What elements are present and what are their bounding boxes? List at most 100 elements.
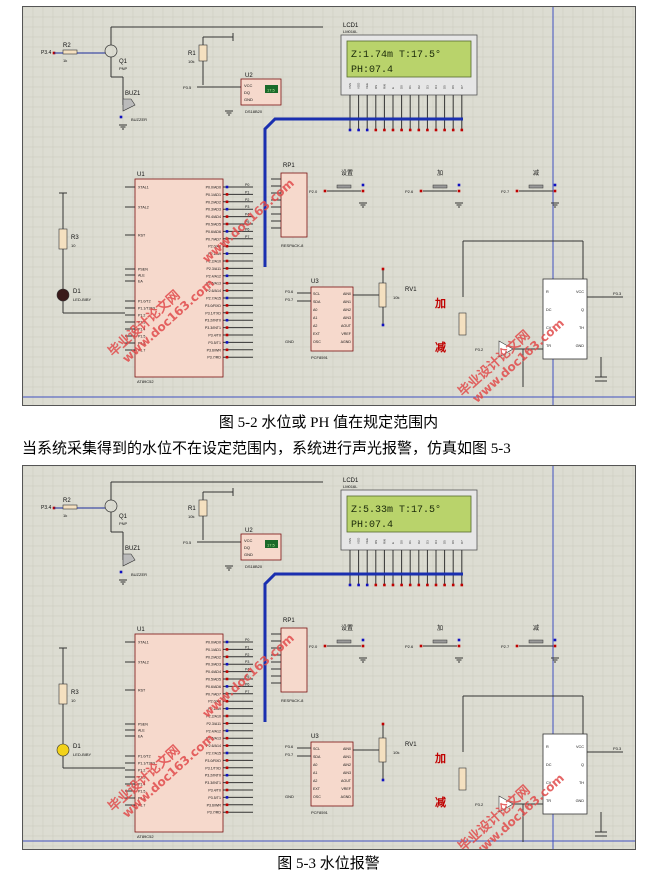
pin-dot	[225, 714, 229, 718]
value-label: 1k	[63, 513, 67, 518]
pin-dot	[553, 183, 557, 187]
pin-label: P2.7/A15	[206, 752, 221, 756]
pin-label: P3.5/T1	[208, 796, 221, 800]
pin-label: P2.1/A9	[208, 252, 221, 256]
button-label: 减	[533, 169, 539, 177]
pin-dot	[381, 323, 385, 327]
pin-dot	[225, 781, 229, 784]
resistor-r1	[198, 499, 208, 517]
pin-label: AIN1	[343, 300, 351, 304]
pin-dot	[225, 803, 229, 807]
pin-label: VEE	[365, 538, 369, 544]
pin-label: P2.2/A10	[206, 715, 221, 719]
pin-label: P1.7	[138, 804, 145, 808]
pin-label: RST	[138, 689, 146, 693]
led-d1	[56, 288, 70, 302]
lcd-screen	[346, 40, 472, 78]
pin-label: A2	[313, 324, 317, 328]
pin-dot	[225, 185, 229, 189]
pin-label: P3.2/INT0	[205, 774, 221, 778]
lcd-line-1: Z:1.74m T:17.5°	[351, 49, 441, 61]
pin-dot	[323, 189, 327, 193]
pin-label: P3.0/RXD	[205, 304, 221, 308]
net-label: P6	[245, 682, 249, 686]
pin-dot	[443, 128, 446, 132]
pin-label: P2.0/A8	[208, 700, 221, 704]
sensor-display	[265, 85, 278, 93]
pin-label: GND	[244, 97, 253, 102]
lcd-line-1: Z:5.33m T:17.5°	[351, 504, 441, 516]
value-label: 10	[71, 243, 76, 248]
pin-dot	[400, 128, 403, 132]
pin-dot	[460, 583, 464, 587]
push-button	[528, 184, 544, 189]
net-label: P3.5	[183, 85, 192, 90]
pin-dot	[225, 237, 229, 241]
pin-label: TH	[579, 781, 584, 785]
pin-dot	[225, 677, 229, 681]
pin-dot	[400, 583, 403, 587]
pin-dot	[408, 128, 412, 132]
net-label: P3.7	[285, 297, 294, 302]
pin-dot	[225, 207, 229, 211]
value-label: 10k	[393, 750, 399, 755]
lcd-screen	[346, 495, 472, 533]
ref-label: R2	[63, 43, 71, 49]
pin-dot	[225, 692, 229, 696]
net-label: P3.2	[475, 802, 484, 807]
ref-label: RV1	[405, 742, 417, 748]
pin-label: GND	[244, 552, 253, 557]
push-button	[336, 184, 352, 189]
pin-dot	[225, 662, 229, 666]
pin-dot	[383, 583, 386, 587]
pin-label: AGND	[341, 795, 352, 799]
pin-dot	[451, 583, 455, 587]
pin-dot	[225, 252, 229, 255]
pin-label: D5	[443, 85, 447, 89]
data-bus	[263, 117, 463, 157]
value-label: BUZZER	[131, 572, 147, 577]
pin-label: VEE	[365, 83, 369, 89]
pin-label: EA	[138, 280, 143, 284]
value-label: LED-BIBY	[73, 297, 92, 302]
pin-label: R	[546, 290, 549, 294]
pin-dot	[225, 670, 229, 673]
timer-555	[542, 278, 588, 360]
pin-label: E	[391, 87, 395, 89]
pin-dot	[417, 583, 421, 587]
pin-dot	[460, 128, 464, 132]
pin-label: AIN3	[343, 771, 351, 775]
pin-label: P1.6	[138, 342, 145, 346]
pin-label: RST	[138, 234, 146, 238]
pin-dot	[348, 583, 352, 587]
button-label: 设置	[341, 624, 353, 632]
pin-label: TR	[546, 799, 551, 803]
pin-label: D2	[417, 540, 421, 544]
pin-dot	[225, 810, 229, 814]
net-label: P1	[245, 190, 249, 194]
resistor-r2	[62, 504, 78, 510]
pin-label: XTAL1	[138, 641, 149, 645]
led-d1	[56, 743, 70, 757]
net-label: P2.6	[405, 189, 414, 194]
pin-dot	[365, 128, 369, 132]
body-paragraph: 当系统采集得到的水位不在设定范围内，系统进行声光报警，仿真如图 5-3	[22, 441, 511, 457]
pin-dot	[225, 655, 229, 659]
pin-label: AGND	[341, 340, 352, 344]
pin-dot	[225, 326, 229, 329]
pin-label: XTAL2	[138, 206, 149, 210]
pin-label: P3.6/WR	[207, 348, 222, 352]
pin-label: VCC	[244, 83, 253, 88]
pin-dot	[348, 128, 352, 132]
pin-label: D1	[408, 540, 412, 544]
lcd-line-2: PH:07.4	[351, 65, 393, 76]
pin-label: GND	[576, 799, 585, 803]
push-button	[336, 639, 352, 644]
pin-dot	[119, 115, 123, 119]
pin-label: AOUT	[341, 779, 352, 783]
pin-dot	[225, 699, 229, 703]
pin-label: VSS	[348, 83, 352, 89]
pin-dot	[357, 128, 360, 132]
pin-dot	[553, 189, 557, 193]
